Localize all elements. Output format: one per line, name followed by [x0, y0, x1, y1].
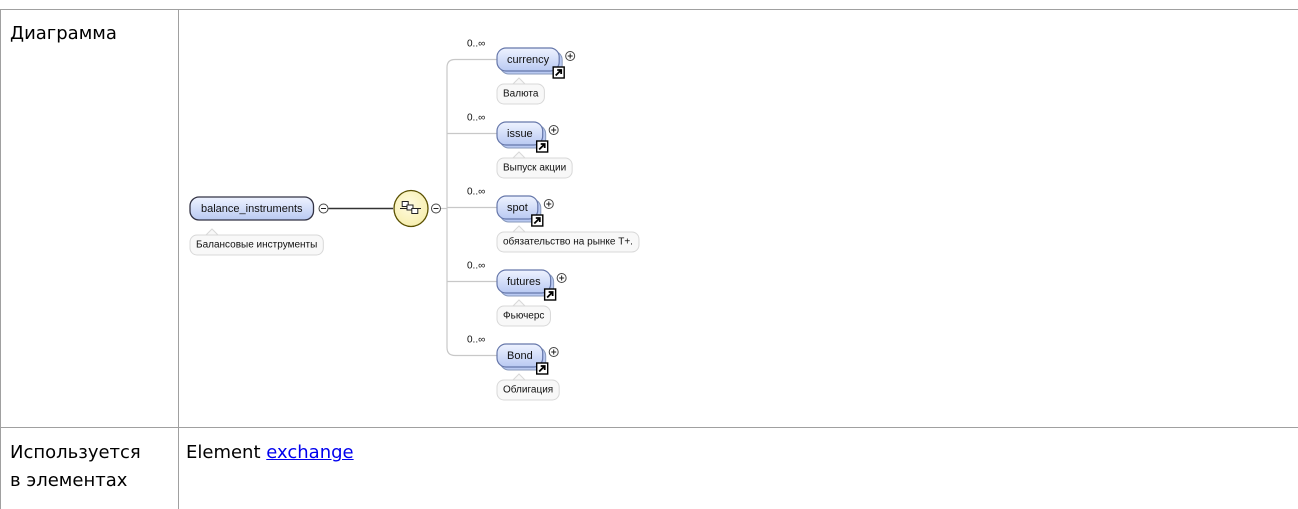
row-label-used-in-line2: в элементах [10, 470, 128, 491]
child-issue-annotation-bubble [496, 157, 573, 179]
child-futures-name: futures [507, 276, 541, 288]
child-bond-name: Bond [507, 350, 533, 362]
child-currency-cardinality: 0..∞ [467, 39, 485, 50]
child-spot-annotation-text: обязательство на рынке Т+. [503, 236, 633, 248]
child-futures-annotation-text: Фьючерс [503, 311, 544, 322]
child-currency-node[interactable] [496, 47, 560, 72]
child-issue-reference-icon-arrow [538, 143, 546, 151]
child-bond-reference-icon-arrow [538, 365, 546, 373]
child-issue-name: issue [507, 128, 533, 140]
child-futures-reference-icon-arrow [546, 291, 554, 299]
child-issue-annotation-text: Выпуск акции [503, 163, 566, 174]
root-annotation-text: Балансовые инструменты [196, 240, 317, 251]
child-spot-node[interactable] [496, 195, 539, 220]
compositor-glyph-box [401, 201, 409, 207]
child-bond-cardinality: 0..∞ [467, 335, 485, 346]
used-in-link-exchange[interactable]: exchange [266, 442, 354, 463]
used-in-value: Element exchange [186, 439, 354, 467]
table-row-divider [0, 427, 1298, 428]
child-spot-cardinality: 0..∞ [467, 187, 485, 198]
child-currency-reference-icon-arrow [555, 69, 563, 77]
table-border-left [0, 9, 1, 509]
table-border-top [0, 9, 1298, 10]
child-futures-cardinality: 0..∞ [467, 261, 485, 272]
compositor-glyph-box [406, 204, 414, 211]
child-bond-annotation-notch [512, 373, 526, 381]
child-issue-node[interactable] [496, 121, 544, 146]
child-currency-annotation-bubble [496, 83, 545, 105]
row-label-used-in: Используется в элементах [10, 439, 141, 495]
child-futures-annotation-notch [512, 299, 526, 307]
root-element-name: balance_instruments [201, 203, 303, 215]
row-label-used-in-line1: Используется [10, 442, 141, 463]
root-annotation-bubble [189, 234, 324, 256]
child-futures-annotation-bubble [496, 305, 551, 327]
child-bond-node[interactable] [496, 343, 544, 368]
root-annotation-notch [205, 228, 219, 236]
used-in-prefix: Element [186, 442, 261, 463]
child-currency-annotation-text: Валюта [503, 89, 539, 100]
child-currency-name: currency [507, 54, 550, 66]
root-element-node[interactable] [189, 196, 315, 221]
child-issue-cardinality: 0..∞ [467, 113, 485, 124]
child-spot-annotation-bubble [496, 231, 640, 253]
child-spot-name: spot [507, 202, 528, 214]
row-label-diagram: Диаграмма [10, 23, 117, 44]
child-currency-annotation-notch [512, 77, 526, 85]
compositor-glyph-box [411, 208, 419, 214]
child-issue-annotation-notch [512, 151, 526, 159]
child-bond-annotation-text: Облигация [503, 384, 553, 396]
child-futures-node[interactable] [496, 269, 552, 294]
child-bond-annotation-bubble [496, 379, 560, 401]
child-spot-annotation-notch [512, 225, 526, 233]
table-column-divider [178, 9, 179, 509]
child-spot-reference-icon-arrow [533, 217, 541, 225]
